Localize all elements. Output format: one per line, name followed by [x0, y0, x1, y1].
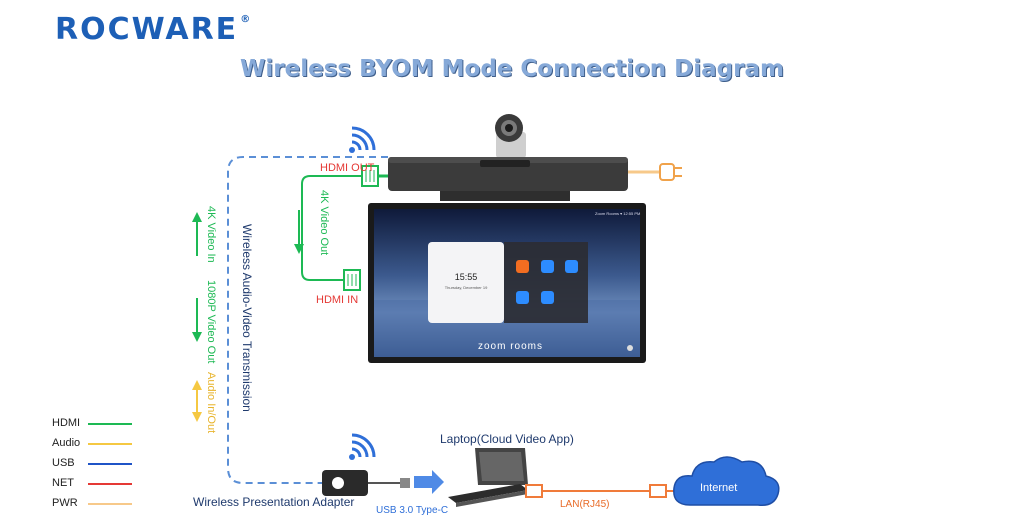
- video-bar-device: [388, 157, 628, 201]
- legend-pwr: PWR: [52, 497, 78, 509]
- hdmi-cable: [301, 165, 388, 291]
- arrow-audio-both: [192, 380, 202, 422]
- lan-cable: [525, 484, 680, 498]
- laptop-device: [448, 448, 528, 507]
- screen-status: Zoom Rooms ▾ 12:55 PM: [595, 211, 641, 216]
- wireless-link-path: [227, 156, 388, 484]
- label-4k-video-out: 4K Video Out: [318, 190, 330, 256]
- screen-clock: 15:55: [454, 272, 478, 282]
- power-plug-icon: [628, 163, 682, 181]
- arrow-4k-in-up: [192, 212, 202, 256]
- label-audio-in-out: Audio In/Out: [205, 372, 217, 434]
- label-internet: Internet: [700, 482, 738, 494]
- arrow-hdmi-down: [294, 210, 304, 254]
- wifi-icon-bottom: [349, 433, 376, 460]
- label-1080p-video-out: 1080P Video Out: [205, 280, 217, 364]
- label-hdmi-in: HDMI IN: [316, 294, 359, 306]
- diagram-title: Wireless BYOM Mode Connection Diagram: [240, 56, 784, 82]
- internet-cloud-icon: [673, 456, 780, 507]
- presentation-adapter: [322, 470, 410, 496]
- legend-net: NET: [52, 477, 74, 489]
- camera-icon: [495, 114, 526, 158]
- label-hdmi-out: HDMI OUT: [320, 162, 375, 174]
- usb-arrow: [414, 470, 444, 494]
- brand-logo: ROCWARE®: [55, 12, 251, 47]
- label-lan: LAN(RJ45): [560, 499, 610, 510]
- wifi-icon-top: [349, 126, 376, 153]
- legend-lines: [88, 423, 132, 505]
- label-usb-type-c: USB 3.0 Type-C: [376, 505, 449, 516]
- screen-date: Thursday, December 19: [444, 285, 488, 290]
- legend-audio: Audio: [52, 437, 81, 449]
- legend-usb: USB: [52, 457, 75, 469]
- display-screen: [368, 203, 646, 363]
- legend-hdmi: HDMI: [52, 417, 81, 429]
- arrow-1080p-out-down: [192, 298, 202, 342]
- screen-brand: zoom rooms: [478, 341, 544, 352]
- label-laptop: Laptop(Cloud Video App): [440, 432, 574, 446]
- label-adapter: Wireless Presentation Adapter: [193, 495, 355, 509]
- label-4k-video-in: 4K Video In: [205, 206, 217, 263]
- label-wireless-av: Wireless Audio-Video Transmission: [240, 224, 254, 412]
